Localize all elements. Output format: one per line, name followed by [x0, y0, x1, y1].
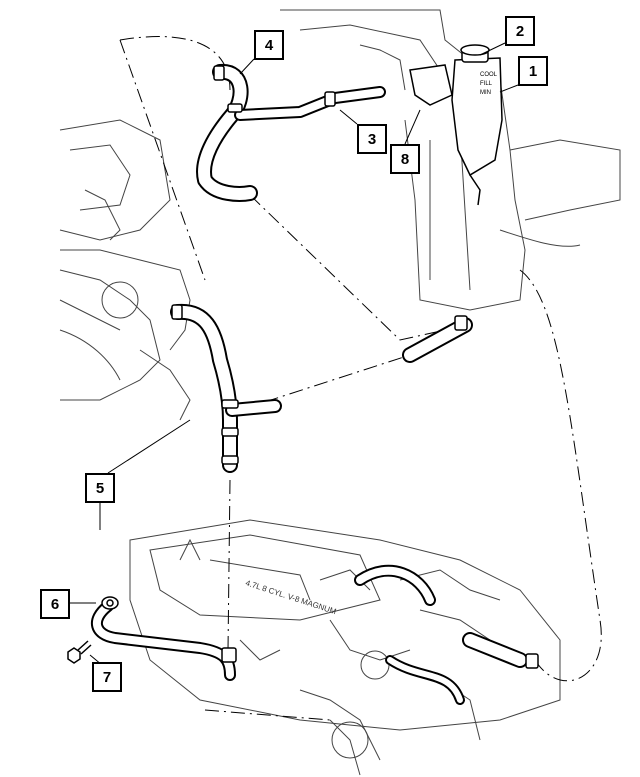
fitting-part [101, 596, 119, 610]
bolt-part [67, 640, 92, 664]
callout-2: 2 [505, 16, 535, 46]
callout-4: 4 [254, 30, 284, 60]
callout-5: 5 [85, 473, 115, 503]
reservoir-label: COOL FILL MIN [480, 72, 498, 96]
callout-6: 6 [40, 589, 70, 619]
callout-8: 8 [390, 144, 420, 174]
callout-8-label: 8 [400, 150, 410, 168]
svg-text:COOL: COOL [480, 72, 498, 78]
svg-text:FILL: FILL [480, 81, 493, 87]
engine-cover-text: 4.7L 8 CYL. V-8 MAGNUM [244, 578, 337, 616]
callout-leaders [70, 42, 519, 666]
callout-7: 7 [92, 662, 122, 692]
callout-2-label: 2 [515, 22, 525, 40]
callout-3: 3 [357, 124, 387, 154]
coolant-reservoir [451, 44, 503, 206]
callout-3-label: 3 [367, 130, 377, 148]
callout-4-label: 4 [264, 36, 274, 54]
callout-5-label: 5 [95, 479, 105, 497]
callout-1-label: 1 [528, 62, 538, 80]
callout-6-label: 6 [50, 595, 60, 613]
svg-text:MIN: MIN [480, 90, 491, 96]
hose-clamps [171, 65, 539, 669]
reservoir-bracket [409, 64, 453, 106]
callout-1: 1 [518, 56, 548, 86]
callout-7-label: 7 [102, 668, 112, 686]
